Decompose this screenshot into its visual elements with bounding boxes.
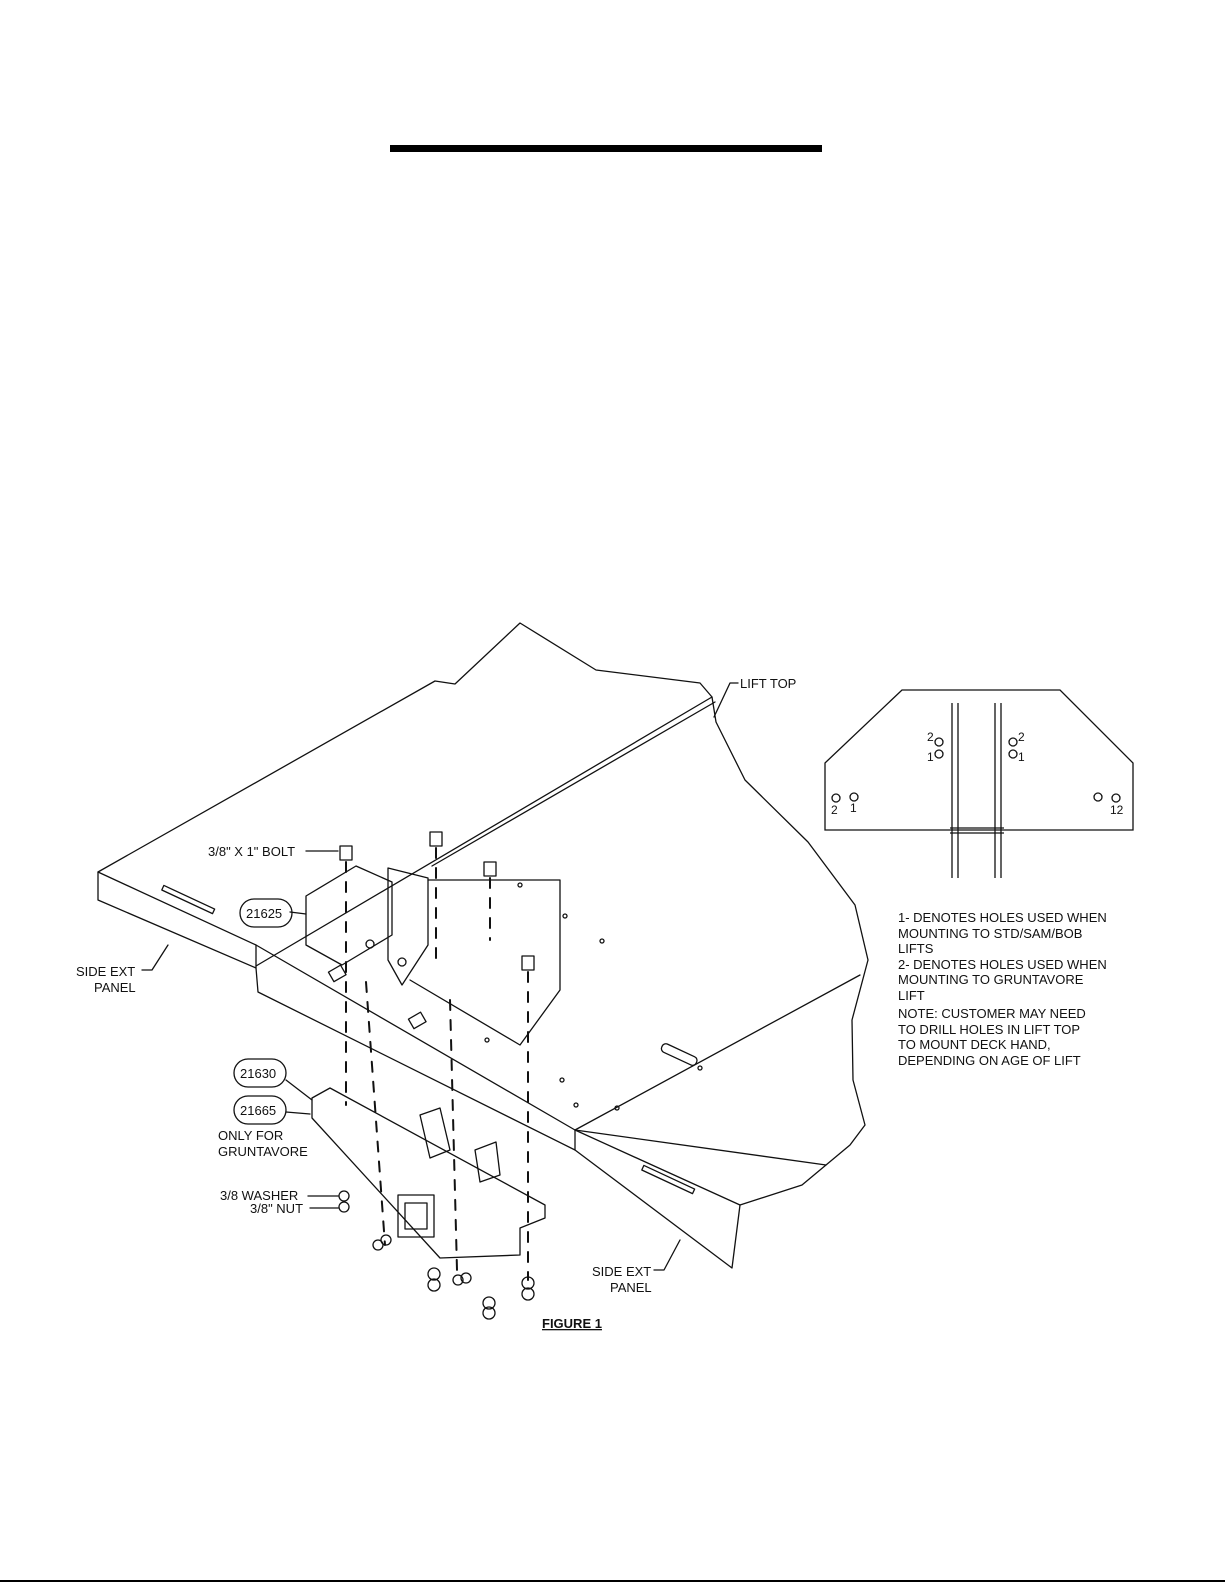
note-2-line-3: LIFT bbox=[898, 987, 925, 1003]
right-panel-front bbox=[574, 1129, 741, 1206]
upper-bracket-plate bbox=[387, 867, 429, 986]
hole-label-1: 2 bbox=[927, 730, 934, 744]
label-lift-top: LIFT TOP bbox=[740, 676, 796, 691]
note-1-line-3: LIFTS bbox=[898, 941, 934, 956]
nut-group bbox=[338, 1190, 535, 1320]
hole-notes: 1- DENOTES HOLES USED WHEN MOUNTING TO S… bbox=[898, 910, 1198, 1068]
bracket-hole-1 bbox=[365, 939, 375, 949]
leader-side-right bbox=[653, 1239, 681, 1271]
leader-21630 bbox=[285, 1079, 313, 1101]
hole-label-4: 1 bbox=[1018, 750, 1025, 764]
hole-label-5: 2 bbox=[831, 803, 838, 817]
right-panel-top bbox=[574, 1129, 827, 1166]
note-1-line-2: MOUNTING TO STD/SAM/BOB bbox=[898, 925, 1083, 941]
upper-bracket-arm bbox=[409, 879, 561, 1046]
note-3-line-3: TO MOUNT DECK HAND, bbox=[898, 1037, 1051, 1052]
leader-side-left bbox=[141, 944, 169, 971]
label-side-ext-right-1: SIDE EXT bbox=[592, 1264, 651, 1279]
hole-label-6: 1 bbox=[850, 801, 857, 815]
note-1-line-1: 1- DENOTES HOLES USED WHEN bbox=[898, 910, 1107, 925]
left-panel-edge bbox=[97, 871, 257, 969]
bolt-group bbox=[327, 831, 535, 1030]
title-rule bbox=[390, 145, 822, 152]
label-nut: 3/8" NUT bbox=[250, 1201, 303, 1216]
label-side-ext-right-2: PANEL bbox=[610, 1280, 652, 1295]
bracket-hole-2 bbox=[397, 957, 407, 967]
bottom-rule bbox=[0, 1580, 1225, 1582]
hole-map-inset bbox=[824, 689, 1134, 878]
alignment-lines bbox=[345, 847, 529, 1281]
receiver-bracket bbox=[311, 1087, 546, 1259]
right-panel-line bbox=[574, 974, 861, 1131]
lift-top-seam-2 bbox=[431, 701, 716, 867]
hole-label-7: 12 bbox=[1110, 803, 1124, 817]
callout-21625 bbox=[239, 898, 293, 928]
leader-lift-top bbox=[713, 682, 739, 718]
note-2-line-1: 2- DENOTES HOLES USED WHEN bbox=[898, 956, 1107, 972]
hole-label-3: 2 bbox=[1018, 730, 1025, 744]
lift-top-slot bbox=[660, 1043, 698, 1066]
lift-top-holes bbox=[484, 882, 703, 1111]
label-only-for-2: GRUNTAVORE bbox=[218, 1144, 308, 1159]
note-2-line-2: MOUNTING TO GRUNTAVORE bbox=[898, 972, 1084, 987]
right-panel-slot bbox=[641, 1164, 696, 1195]
callout-21630 bbox=[233, 1058, 287, 1088]
receiver-tab-1 bbox=[419, 1107, 451, 1159]
leader-21665 bbox=[285, 1111, 311, 1115]
label-side-ext-left-1: SIDE EXT bbox=[76, 964, 135, 979]
hitch-receiver-inner bbox=[404, 1202, 428, 1230]
note-3-line-1: NOTE: CUSTOMER MAY NEED bbox=[898, 1006, 1086, 1021]
hitch-receiver bbox=[397, 1194, 435, 1238]
lift-top-seam bbox=[255, 696, 713, 967]
part-number-21630: 21630 bbox=[240, 1066, 276, 1081]
left-panel-slot bbox=[161, 884, 216, 915]
note-3-line-2: TO DRILL HOLES IN LIFT TOP bbox=[898, 1021, 1081, 1037]
callout-21665 bbox=[233, 1095, 287, 1125]
label-only-for-1: ONLY FOR bbox=[218, 1128, 283, 1143]
receiver-tab-2 bbox=[474, 1141, 501, 1183]
label-side-ext-left-2: PANEL bbox=[94, 980, 136, 995]
note-3-line-4: DEPENDING ON AGE OF LIFT bbox=[898, 1052, 1081, 1068]
label-bolt: 3/8" X 1" BOLT bbox=[208, 844, 295, 859]
figure-caption: FIGURE 1 bbox=[542, 1316, 602, 1331]
upper-bracket bbox=[305, 865, 393, 966]
leader-21625 bbox=[289, 911, 307, 915]
hole-label-2: 1 bbox=[927, 750, 934, 764]
part-number-21625: 21625 bbox=[246, 906, 282, 921]
part-number-21665: 21665 bbox=[240, 1103, 276, 1118]
label-washer: 3/8 WASHER bbox=[220, 1188, 298, 1203]
